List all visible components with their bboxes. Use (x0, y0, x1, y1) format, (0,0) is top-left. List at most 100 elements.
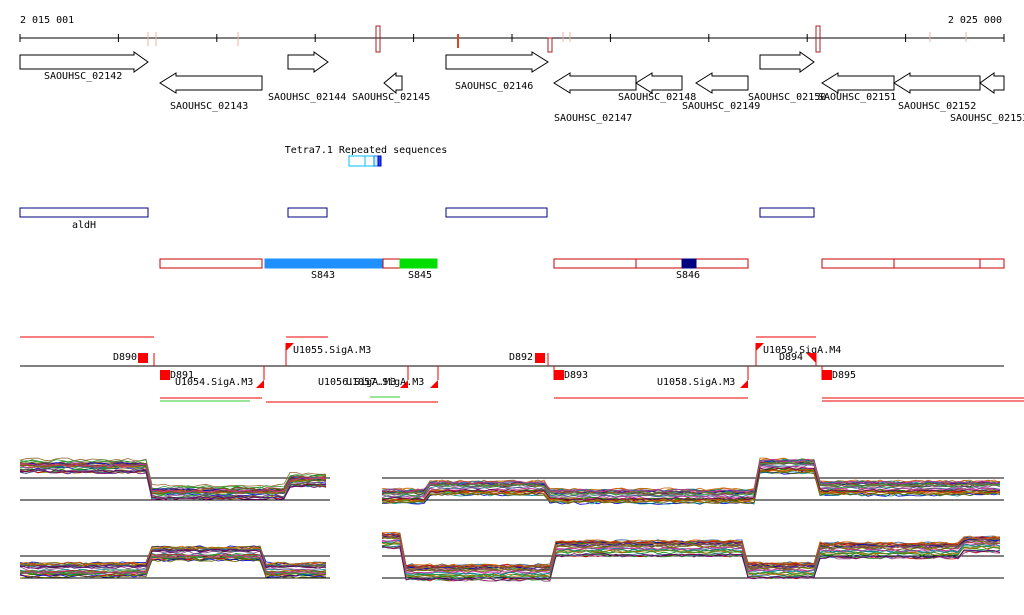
gene-SAOUHSC_02149[interactable]: SAOUHSC_02149 (682, 72, 760, 112)
repeat-block[interactable] (364, 155, 375, 167)
expression-profile-line (19, 558, 327, 579)
gene-arrow-forward[interactable] (445, 51, 549, 73)
gene-label: SAOUHSC_02150 (748, 92, 826, 103)
gene-SAOUHSC_02145[interactable]: SAOUHSC_02145 (352, 71, 430, 103)
gene-label: SAOUHSC_02146 (455, 81, 533, 92)
promoter-marker-U1055[interactable] (286, 343, 294, 351)
genes-track: SAOUHSC_02142 SAOUHSC_02143 SAOUHSC_0214… (19, 51, 1024, 124)
expression-profile-line (381, 537, 1001, 573)
gene-label: SAOUHSC_02152 (898, 101, 976, 112)
ruler-end-label: 2 025 000 (948, 15, 1002, 26)
gene-SAOUHSC_02152[interactable]: SAOUHSC_02152 (893, 72, 981, 112)
promoter-marker-U1056[interactable] (400, 380, 408, 388)
expression-panel-bottom-right[interactable] (381, 531, 1004, 582)
promoter-label-D893: D893 (564, 370, 588, 381)
segment-box[interactable] (382, 258, 401, 269)
expression-profile-line (19, 545, 327, 566)
segment-box[interactable] (979, 258, 1005, 269)
promoter-marker-U1057[interactable] (430, 380, 438, 388)
expression-profile-line (381, 541, 1001, 578)
promoter-connectors (153, 343, 823, 380)
segment-box[interactable] (553, 258, 637, 269)
repeat-block[interactable] (373, 155, 379, 167)
gene-arrow-reverse[interactable] (383, 71, 403, 95)
expression-profile-line (382, 533, 1001, 569)
promoter-label-U1057: U1057.SigA.M3 (346, 377, 424, 388)
segment-track: S843 S845 S846 (159, 258, 1005, 281)
promoter-marker-D895[interactable] (822, 370, 832, 380)
operon-box[interactable] (759, 207, 815, 218)
expression-profile-line (381, 533, 1001, 570)
expression-profile-line (19, 549, 327, 569)
expression-panels (19, 457, 1004, 582)
repeat-block[interactable] (348, 155, 366, 167)
operon-box-aldH[interactable] (19, 207, 149, 218)
ruler-highlight-box[interactable] (547, 37, 553, 53)
expression-panel-top-right[interactable] (381, 457, 1004, 505)
promoter-marker-D891[interactable] (160, 370, 170, 380)
gene-arrow-forward[interactable] (759, 51, 815, 73)
operon-box[interactable] (287, 207, 328, 218)
segment-S845[interactable] (399, 258, 438, 269)
promoter-marker-D894[interactable] (806, 353, 816, 363)
repeats-track: Tetra7.1 Repeated sequences (285, 145, 447, 167)
operon-label: aldH (72, 220, 96, 231)
segment-box[interactable] (159, 258, 263, 269)
ruler-highlight-box[interactable] (375, 25, 381, 53)
expression-profile-line (381, 461, 1001, 495)
gene-arrow-reverse[interactable] (893, 72, 981, 94)
promoter-label-D891: D891 (170, 370, 194, 381)
gene-label: SAOUHSC_02145 (352, 92, 430, 103)
promoter-marker-U1058[interactable] (740, 380, 748, 388)
segment-label-S846: S846 (676, 270, 700, 281)
expression-profile-line (381, 458, 1001, 493)
repeat-block[interactable] (377, 155, 382, 167)
ruler-highlight-box[interactable] (815, 25, 821, 53)
gene-arrow-reverse[interactable] (635, 72, 683, 94)
coordinate-ruler: 2 015 001 2 025 000 (19, 15, 1005, 53)
segment-label-S845: S845 (408, 270, 432, 281)
segment-box[interactable] (893, 258, 981, 269)
expression-profile-line (19, 555, 326, 575)
segment-S846[interactable] (681, 258, 697, 269)
gene-SAOUHSC_02146[interactable]: SAOUHSC_02146 (445, 51, 549, 92)
expression-panel-top-left[interactable] (19, 457, 330, 501)
gene-SAOUHSC_02153[interactable]: SAOUHSC_02153 (950, 72, 1024, 124)
promoter-marker-D892[interactable] (535, 353, 545, 363)
segment-S843[interactable] (264, 258, 384, 269)
operon-box[interactable] (445, 207, 548, 218)
gene-arrow-reverse[interactable] (553, 72, 637, 94)
promoter-label-D894: D894 (779, 352, 803, 363)
gene-SAOUHSC_02147[interactable]: SAOUHSC_02147 (553, 72, 637, 124)
expression-profile-line (19, 468, 327, 498)
promoter-marker-D890[interactable] (138, 353, 148, 363)
gene-SAOUHSC_02151[interactable]: SAOUHSC_02151 (818, 72, 896, 103)
gene-arrow-reverse[interactable] (821, 72, 895, 94)
gene-arrow-reverse[interactable] (979, 72, 1005, 94)
promoter-label-U1058: U1058.SigA.M3 (657, 377, 735, 388)
gene-label: SAOUHSC_02148 (618, 92, 696, 103)
transcript-lines (20, 336, 1024, 403)
promoter-label-U1056: U1056.SigA.M3 (318, 377, 396, 388)
gene-SAOUHSC_02142[interactable]: SAOUHSC_02142 (19, 51, 149, 82)
gene-SAOUHSC_02143[interactable]: SAOUHSC_02143 (159, 72, 263, 112)
expression-panel-bottom-left[interactable] (19, 545, 330, 579)
promoter-marker-U1054[interactable] (256, 380, 264, 388)
expression-profile-line (19, 459, 327, 489)
promoter-label-D892: D892 (509, 352, 533, 363)
expression-profile-line (381, 540, 1001, 575)
gene-arrow-reverse[interactable] (159, 72, 263, 94)
promoter-label-D890: D890 (113, 352, 137, 363)
gene-arrow-forward[interactable] (19, 51, 149, 73)
gene-SAOUHSC_02148[interactable]: SAOUHSC_02148 (618, 72, 696, 103)
gene-arrow-forward[interactable] (287, 51, 329, 73)
expression-profile-line (381, 542, 1001, 577)
promoter-marker-U1059[interactable] (756, 343, 764, 351)
expression-profile-line (381, 467, 1001, 501)
gene-SAOUHSC_02150[interactable]: SAOUHSC_02150 (748, 51, 826, 103)
promoter-marker-D893[interactable] (554, 370, 564, 380)
gene-SAOUHSC_02144[interactable]: SAOUHSC_02144 (268, 51, 346, 103)
segment-box[interactable] (821, 258, 895, 269)
gene-arrow-reverse[interactable] (695, 72, 749, 94)
